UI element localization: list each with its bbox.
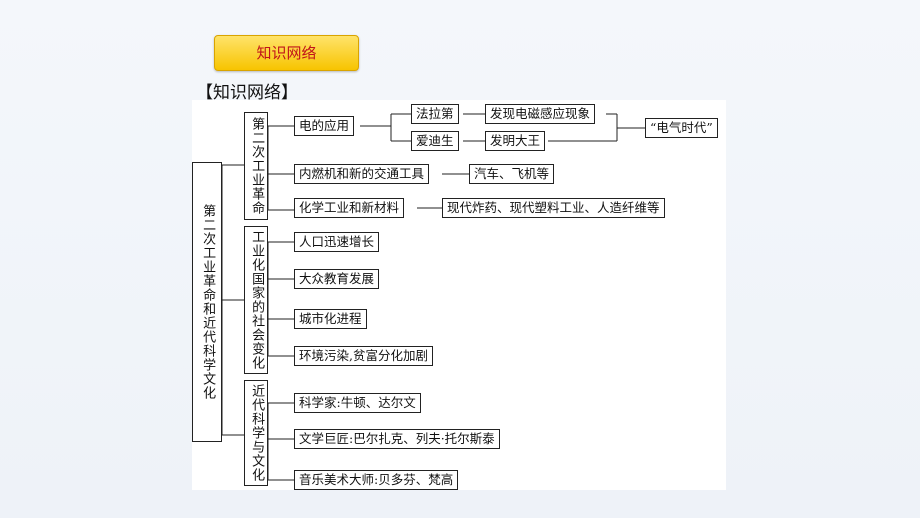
- node-writers: 文学巨匠:巴尔扎克、列夫·托尔斯泰: [294, 429, 500, 449]
- node-cars-planes: 汽车、飞机等: [469, 164, 555, 184]
- branch-industrial-revolution: 第二次工业革命: [244, 112, 268, 220]
- node-electric-age: “电气时代”: [645, 118, 718, 138]
- node-faraday: 法拉第: [411, 104, 459, 124]
- node-inventor-king: 发明大王: [485, 131, 546, 151]
- connector-lines: [221, 113, 645, 481]
- node-modern-products: 现代炸药、现代塑料工业、人造纤维等: [442, 198, 665, 218]
- branch-social-change: 工业化国家的社会变化: [244, 226, 268, 374]
- node-engine-transport: 内燃机和新的交通工具: [294, 164, 430, 184]
- node-musicians: 音乐美术大师:贝多芬、梵高: [294, 470, 459, 490]
- mind-map-panel: 第二次工业革命和近代科学文化 第二次工业革命 工业化国家的社会变化 近代科学与文…: [192, 100, 726, 490]
- section-heading: 【知识网络】: [196, 83, 298, 103]
- node-education: 大众教育发展: [294, 269, 380, 289]
- knowledge-network-badge: 知识网络: [214, 35, 359, 71]
- node-edison: 爱迪生: [411, 131, 459, 151]
- node-scientists: 科学家:牛顿、达尔文: [294, 393, 421, 413]
- root-node: 第二次工业革命和近代科学文化: [192, 162, 222, 442]
- branch-science-culture: 近代科学与文化: [244, 380, 268, 486]
- node-population: 人口迅速增长: [294, 232, 380, 252]
- node-urbanization: 城市化进程: [294, 309, 367, 329]
- node-pollution: 环境污染,贫富分化加剧: [294, 346, 433, 366]
- node-induction: 发现电磁感应现象: [485, 104, 596, 124]
- node-chemical-materials: 化学工业和新材料: [294, 198, 405, 218]
- node-electric-use: 电的应用: [294, 116, 355, 136]
